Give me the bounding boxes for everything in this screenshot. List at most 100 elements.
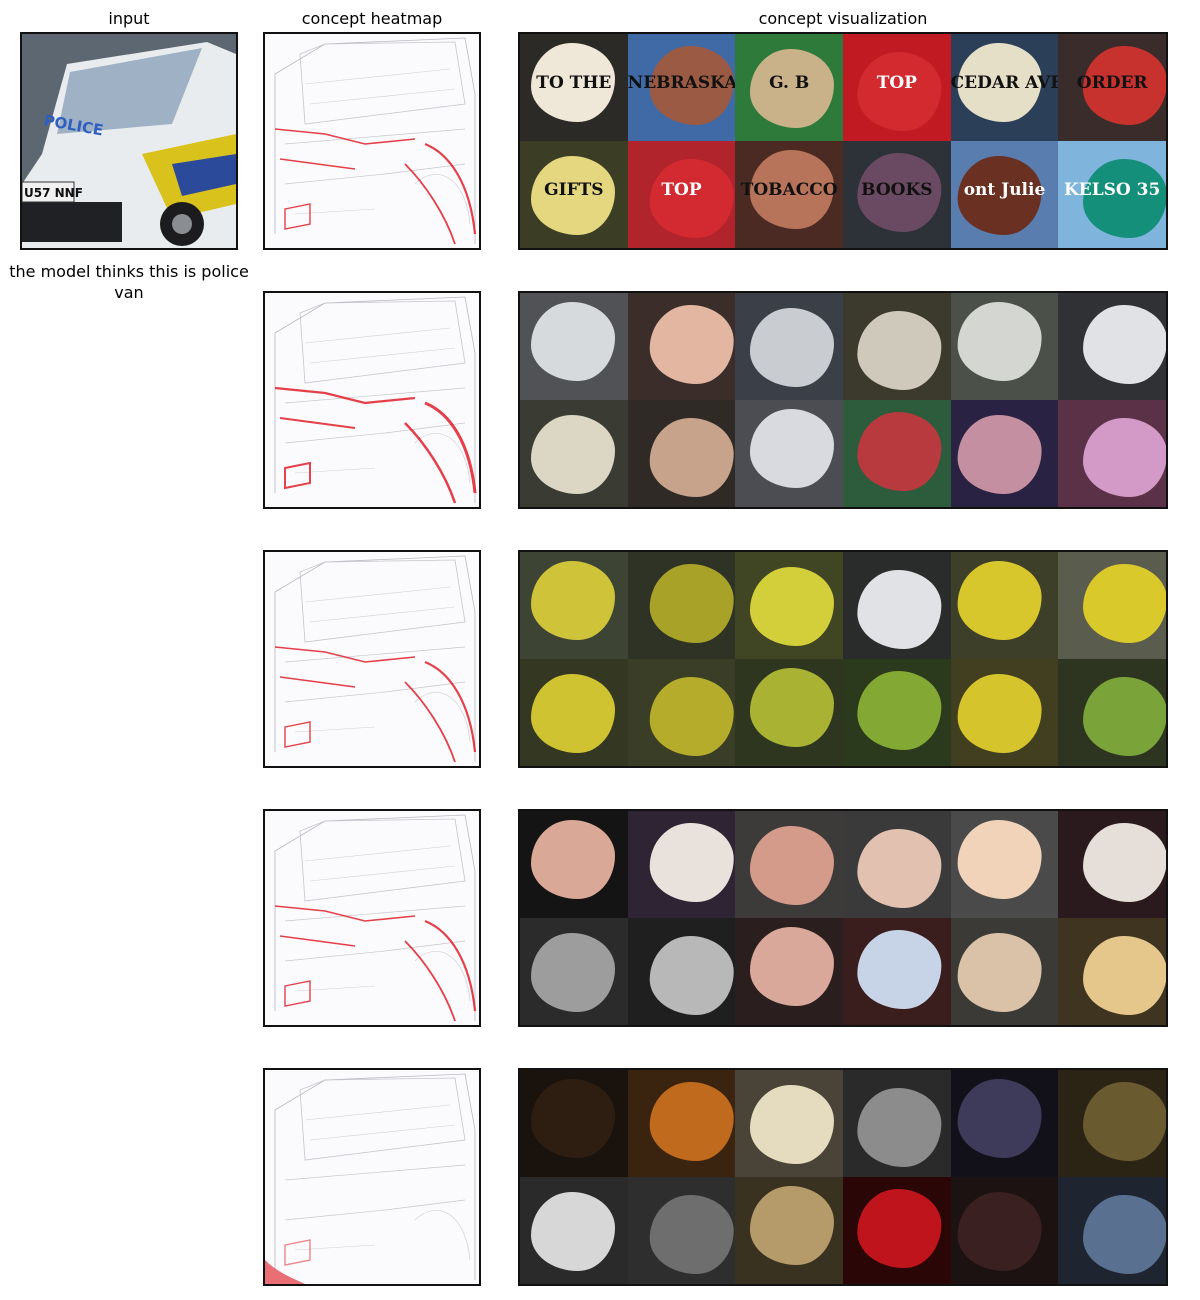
- concept-example-tile: [520, 918, 628, 1025]
- concept-region-highlight: [1082, 45, 1166, 125]
- concept-region-highlight: [857, 152, 942, 232]
- concept-example-tile: [1058, 552, 1166, 659]
- sign-text: TOP: [876, 72, 917, 93]
- concept-heatmap-textures: [263, 1068, 481, 1286]
- concept-example-tile: [520, 552, 628, 659]
- concept-example-tile: TOP: [627, 141, 736, 248]
- concept-example-tile: [1058, 293, 1166, 400]
- concept-region-highlight: [649, 45, 734, 125]
- concept-heatmap-signs: [263, 32, 481, 250]
- concept-visualization-yellow-fields: [518, 550, 1168, 768]
- concept-region-highlight: [957, 673, 1042, 754]
- concept-example-tile: [520, 293, 628, 400]
- concept-region-highlight: [530, 819, 615, 899]
- concept-example-tile: TO THE: [520, 34, 628, 141]
- concept-example-tile: [520, 659, 628, 766]
- concept-region-highlight: [1082, 1081, 1166, 1161]
- concept-example-tile: BOOKS: [842, 141, 951, 248]
- concept-region-highlight: [857, 311, 942, 391]
- concept-region-highlight: [749, 408, 834, 488]
- heatmap-outline-icon: [274, 296, 477, 504]
- input-column-header: input: [108, 9, 150, 28]
- concept-region-highlight: [649, 159, 734, 239]
- concept-example-tile: [735, 293, 843, 400]
- concept-region-highlight: [649, 563, 734, 643]
- heatmap-outline-icon: [274, 814, 477, 1022]
- concept-region-highlight: [857, 1088, 942, 1168]
- police-van-photo-icon: U57 NNF POLICE: [22, 34, 236, 248]
- concept-region-highlight: [749, 825, 834, 906]
- concept-example-tile: TOP: [842, 34, 951, 141]
- concept-region-highlight: [530, 932, 615, 1013]
- concept-example-tile: [950, 659, 1059, 766]
- plate-text: U57 NNF: [24, 186, 83, 200]
- visualization-column-header: concept visualization: [758, 9, 928, 28]
- heatmap-outline-icon: [274, 37, 477, 245]
- concept-example-tile: [627, 293, 736, 400]
- concept-example-tile: [627, 1070, 736, 1177]
- concept-example-tile: [950, 1177, 1059, 1284]
- concept-region-highlight: [957, 155, 1042, 236]
- concept-region-highlight: [957, 1191, 1042, 1272]
- concept-region-highlight: [857, 829, 942, 909]
- concept-region-highlight: [749, 926, 834, 1006]
- concept-example-tile: [1058, 1177, 1166, 1284]
- concept-region-highlight: [857, 411, 942, 491]
- concept-region-highlight: [530, 673, 615, 754]
- concept-visualization-vans-faces: [518, 291, 1168, 509]
- concept-region-highlight: [649, 1081, 734, 1161]
- concept-example-tile: [627, 811, 736, 918]
- concept-region-highlight: [1082, 159, 1166, 239]
- concept-example-tile: [950, 400, 1059, 507]
- concept-example-tile: [842, 1070, 951, 1177]
- concept-region-highlight: [530, 1191, 615, 1272]
- sign-text: GIFTS: [544, 179, 604, 200]
- concept-region-highlight: [1082, 304, 1166, 384]
- concept-region-highlight: [957, 819, 1042, 899]
- concept-region-highlight: [1082, 418, 1166, 498]
- sign-text: KELSO 35: [1063, 179, 1161, 200]
- concept-region-highlight: [957, 560, 1042, 640]
- concept-region-highlight: [530, 301, 615, 381]
- concept-region-highlight: [749, 667, 834, 747]
- concept-example-tile: [627, 918, 736, 1025]
- concept-region-highlight: [649, 418, 734, 498]
- concept-region-highlight: [857, 929, 942, 1009]
- concept-example-tile: [735, 552, 843, 659]
- concept-example-tile: [735, 1070, 843, 1177]
- concept-example-tile: [735, 811, 843, 918]
- concept-example-tile: CEDAR AVE: [950, 34, 1059, 141]
- concept-example-tile: [520, 1070, 628, 1177]
- concept-region-highlight: [857, 670, 942, 750]
- concept-region-highlight: [530, 155, 615, 236]
- concept-region-highlight: [957, 1078, 1042, 1158]
- concept-example-tile: [735, 918, 843, 1025]
- concept-example-tile: [735, 400, 843, 507]
- concept-heatmap-bow-ties: [263, 809, 481, 1027]
- concept-region-highlight: [857, 1188, 942, 1268]
- prediction-caption: the model thinks this is police van: [9, 262, 249, 302]
- heatmap-outline-icon: [274, 555, 477, 763]
- sign-text: G. B: [769, 72, 810, 93]
- concept-region-highlight: [749, 1185, 834, 1265]
- concept-region-highlight: [1082, 563, 1166, 643]
- concept-heatmap-vans-faces: [263, 291, 481, 509]
- heatmap-outline-icon: [265, 1073, 476, 1284]
- sign-text: CEDAR AVE: [950, 72, 1059, 93]
- concept-region-highlight: [749, 149, 834, 229]
- concept-example-tile: [842, 918, 951, 1025]
- concept-heatmap-yellow-fields: [263, 550, 481, 768]
- concept-region-highlight: [530, 42, 615, 122]
- concept-region-highlight: [530, 560, 615, 640]
- concept-region-highlight: [957, 301, 1042, 381]
- concept-region-highlight: [749, 48, 834, 129]
- sign-text: BOOKS: [861, 179, 933, 200]
- concept-region-highlight: [649, 677, 734, 757]
- concept-region-highlight: [1082, 677, 1166, 757]
- concept-example-tile: [520, 1177, 628, 1284]
- concept-example-tile: [842, 659, 951, 766]
- concept-example-tile: [627, 400, 736, 507]
- concept-example-tile: [1058, 811, 1166, 918]
- concept-example-tile: [735, 659, 843, 766]
